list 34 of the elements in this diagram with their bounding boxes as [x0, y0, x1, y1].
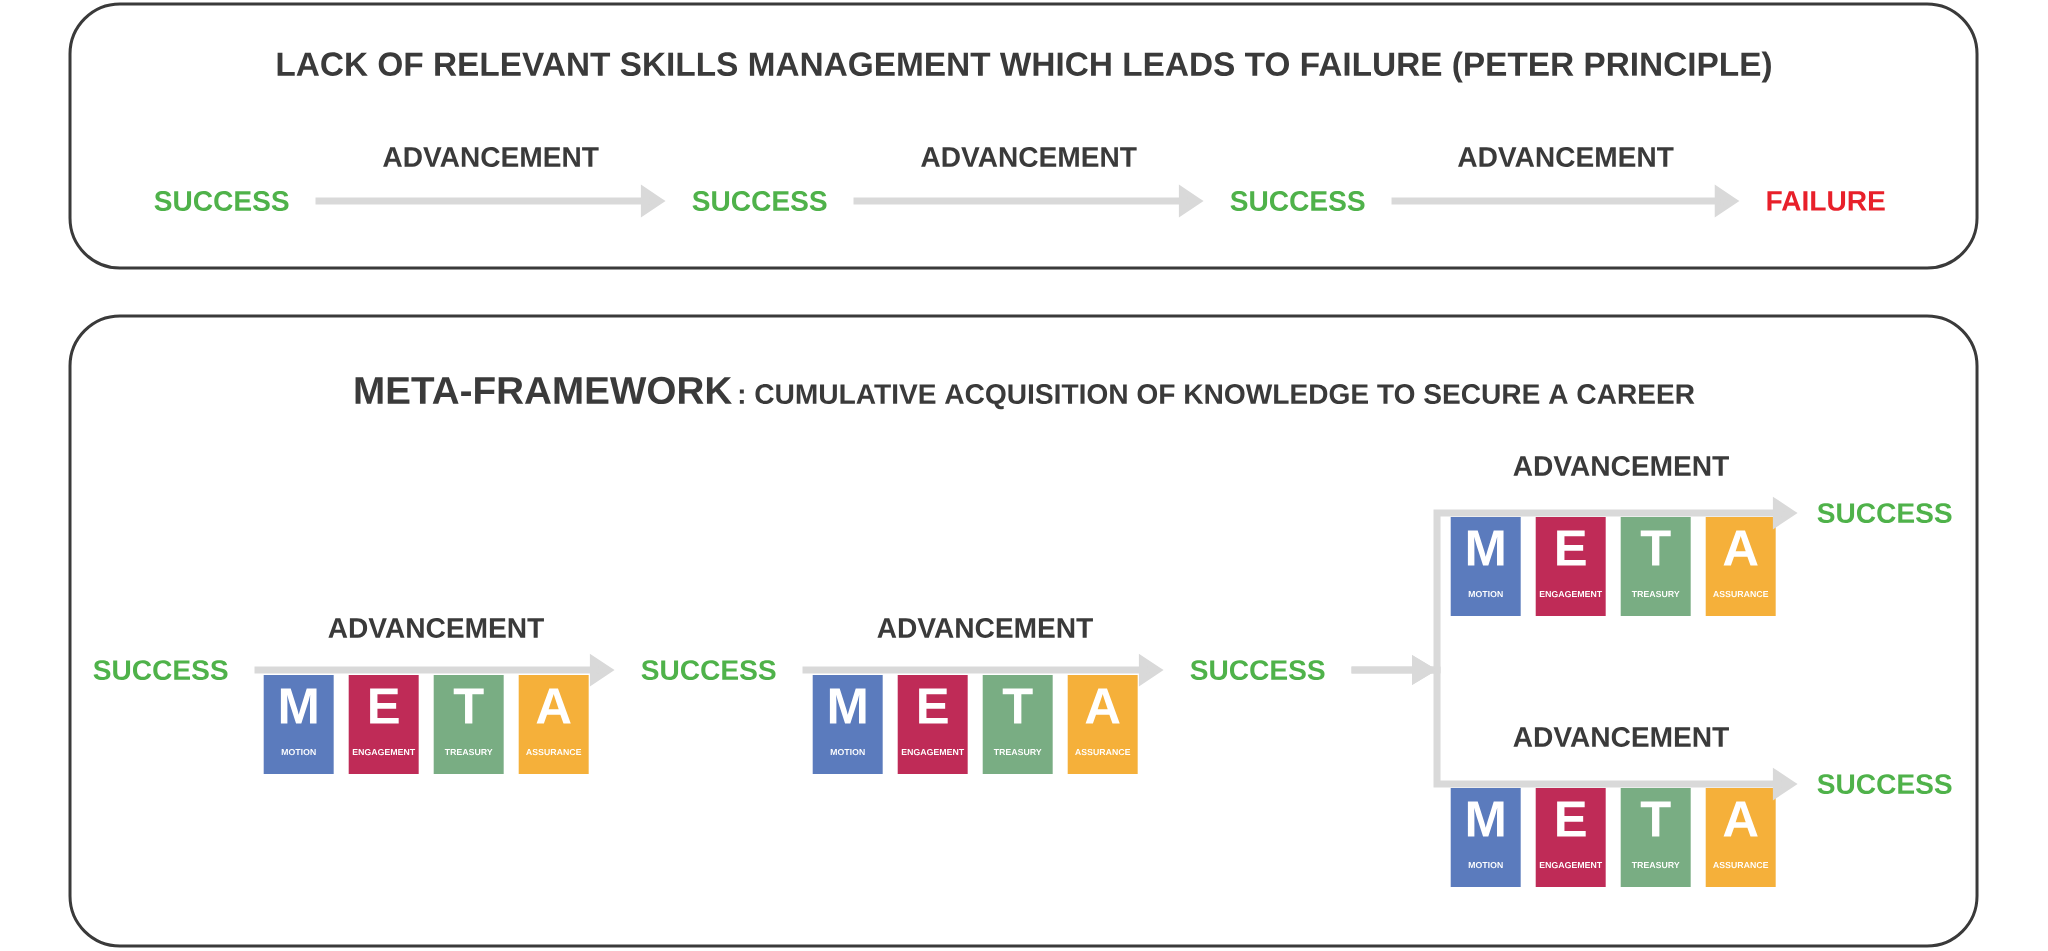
status-label: SUCCESS	[1817, 503, 1952, 523]
letter-tile: M MOTION	[1450, 517, 1521, 617]
letter-tile: E ENGAGEMENT	[348, 675, 419, 775]
edge-label: ADVANCEMENT	[328, 618, 544, 638]
status-label: SUCCESS	[1190, 660, 1325, 681]
status-label: SUCCESS	[93, 660, 228, 681]
edge-label: ADVANCEMENT	[383, 147, 599, 167]
edge-label: ADVANCEMENT	[877, 618, 1093, 638]
letter-tile: A ASSURANCE	[1705, 788, 1776, 888]
edge-label: ADVANCEMENT	[921, 147, 1137, 167]
panel-title: META-FRAMEWORK : CUMULATIVE ACQUISITION OF KNOWLEDGE TO SECURE A CAREER	[355, 376, 1695, 410]
status-label: FAILURE	[1767, 191, 1885, 211]
edge-label: ADVANCEMENT	[1458, 147, 1674, 167]
letter-tile: A ASSURANCE	[518, 675, 589, 775]
panel-title: LACK OF RELEVANT SKILLS MANAGEMENT WHICH LEADS TO FAILURE (PETER PRINCIPLE)	[277, 51, 1771, 83]
status-label: SUCCESS	[692, 191, 827, 211]
status-label: SUCCESS	[1230, 191, 1365, 211]
letter-tile: T TREASURY	[1620, 788, 1691, 888]
letter-tile: M MOTION	[1450, 788, 1521, 888]
letter-tile: M MOTION	[263, 675, 334, 775]
letter-tile: T TREASURY	[982, 675, 1053, 775]
letter-tile: A ASSURANCE	[1067, 675, 1138, 775]
status-label: SUCCESS	[154, 191, 289, 211]
letter-tile: T TREASURY	[433, 675, 504, 775]
letter-tile: T TREASURY	[1620, 517, 1691, 617]
edge-label: ADVANCEMENT	[1513, 456, 1729, 476]
letter-tile: M MOTION	[812, 675, 883, 775]
status-label: SUCCESS	[641, 660, 776, 681]
edge-label: ADVANCEMENT	[1513, 727, 1729, 747]
letter-tile: E ENGAGEMENT	[1535, 517, 1606, 617]
letter-tile: E ENGAGEMENT	[1535, 788, 1606, 888]
status-label: SUCCESS	[1817, 774, 1952, 795]
letter-tile: A ASSURANCE	[1705, 517, 1776, 617]
letter-tile: E ENGAGEMENT	[897, 675, 968, 775]
